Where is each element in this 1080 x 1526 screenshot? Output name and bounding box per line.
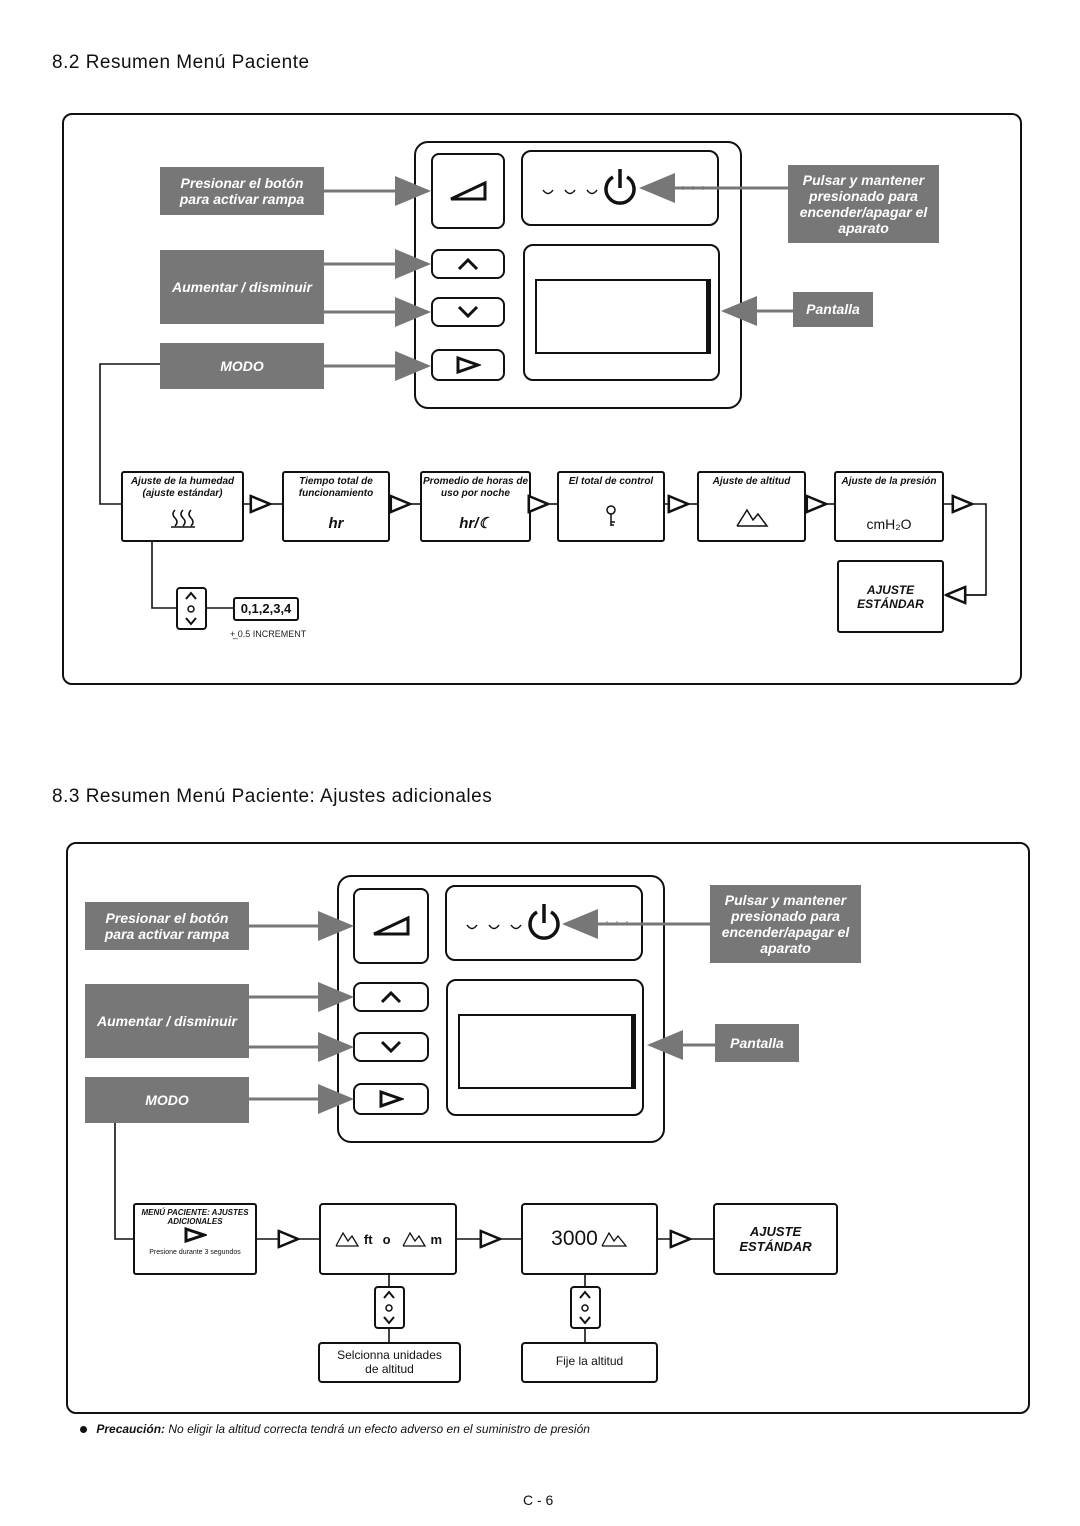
pressure-box[interactable]: Ajuste de la presión cmH₂O bbox=[834, 471, 944, 542]
chevron-up-icon bbox=[457, 257, 479, 271]
mountain-icon bbox=[699, 506, 804, 532]
altitude-value-box[interactable]: 3000 bbox=[521, 1203, 658, 1275]
power-icon[interactable] bbox=[447, 887, 641, 959]
mountain-icon bbox=[601, 1231, 628, 1247]
units-box[interactable]: ft o m bbox=[319, 1203, 457, 1275]
key-icon bbox=[559, 504, 663, 532]
power-panel bbox=[445, 885, 643, 961]
menu-label: Tiempo total de funcionamiento bbox=[298, 476, 374, 499]
updown-label: Aumentar / disminuir bbox=[160, 250, 324, 324]
menu-label: Ajuste de la presión bbox=[841, 476, 937, 487]
ramp-label: Presionar el botón para activar rampa bbox=[85, 902, 249, 950]
unit-ft: ft bbox=[363, 1231, 373, 1247]
standard-box[interactable]: AJUSTE ESTÁNDAR bbox=[837, 560, 944, 633]
play-icon bbox=[135, 1227, 255, 1248]
average-hours-box[interactable]: Promedio de horas de uso por noche hr/☾ bbox=[420, 471, 531, 542]
display-label: Pantalla bbox=[793, 292, 873, 327]
increment-note: +̲ 0.5 INCREMENT bbox=[230, 629, 307, 639]
ramp-button[interactable] bbox=[353, 888, 429, 964]
up-button[interactable] bbox=[353, 982, 429, 1012]
select-units-box: Selcionna unidades de altitud bbox=[318, 1342, 461, 1383]
units-stepper[interactable] bbox=[374, 1286, 405, 1329]
down-button[interactable] bbox=[353, 1032, 429, 1062]
mode-label: MODO bbox=[160, 343, 324, 389]
chevron-down-icon bbox=[380, 1040, 402, 1054]
power-label: Pulsar y mantener presionado para encend… bbox=[788, 165, 939, 243]
display-inner bbox=[458, 1014, 636, 1089]
caution-prefix: Precaución: bbox=[96, 1422, 166, 1436]
chevron-down-icon bbox=[457, 305, 479, 319]
menu-label: Ajuste de la humedad (ajuste estándar) bbox=[130, 476, 235, 499]
caution-note: Precaución: No eligir la altitud correct… bbox=[80, 1422, 590, 1436]
section1-title: 8.2 Resumen Menú Paciente bbox=[52, 52, 310, 73]
menu-label: Promedio de horas de uso por noche bbox=[422, 476, 529, 499]
mountain-icon bbox=[335, 1231, 360, 1247]
menu-box-title: MENÚ PACIENTE: AJUSTES ADICIONALES bbox=[141, 1208, 249, 1227]
humidity-stepper[interactable] bbox=[176, 587, 207, 630]
hr-night-symbol: hr/☾ bbox=[459, 515, 492, 532]
unit-or: o bbox=[382, 1231, 391, 1247]
runtime-box[interactable]: Tiempo total de funcionamiento hr bbox=[282, 471, 390, 542]
chevron-up-icon bbox=[380, 990, 402, 1004]
ramp-icon bbox=[450, 180, 487, 201]
additional-settings-box[interactable]: MENÚ PACIENTE: AJUSTES ADICIONALES Presi… bbox=[133, 1203, 257, 1275]
caution-text: No eligir la altitud correcta tendrá un … bbox=[168, 1422, 590, 1436]
section1-frame bbox=[62, 113, 1022, 685]
play-icon bbox=[379, 1090, 404, 1108]
total-control-box[interactable]: El total de control bbox=[557, 471, 665, 542]
section2-title: 8.3 Resumen Menú Paciente: Ajustes adici… bbox=[52, 786, 493, 807]
standard-label: AJUSTE ESTÁNDAR bbox=[739, 1224, 812, 1254]
play-icon bbox=[456, 356, 481, 374]
power-panel bbox=[521, 150, 719, 226]
page-number: C - 6 bbox=[523, 1492, 554, 1508]
unit-m: m bbox=[430, 1231, 443, 1247]
up-button[interactable] bbox=[431, 249, 505, 279]
heat-waves-icon bbox=[123, 508, 242, 532]
ramp-label: Presionar el botón para activar rampa bbox=[160, 167, 324, 215]
updown-icon bbox=[579, 1290, 591, 1325]
mountain-icon bbox=[401, 1231, 426, 1247]
altitude-box[interactable]: Ajuste de altitud bbox=[697, 471, 806, 542]
down-button[interactable] bbox=[431, 297, 505, 327]
updown-icon bbox=[383, 1290, 395, 1325]
hold-hint: Presione durante 3 segundos bbox=[149, 1249, 241, 1257]
altitude-value: 3000 bbox=[551, 1227, 598, 1250]
display-label: Pantalla bbox=[715, 1024, 799, 1062]
mode-label: MODO bbox=[85, 1077, 249, 1123]
ramp-icon bbox=[373, 915, 410, 936]
set-altitude-box: Fije la altitud bbox=[521, 1342, 658, 1383]
menu-label: El total de control bbox=[568, 476, 654, 487]
display-inner bbox=[535, 279, 711, 354]
display-screen bbox=[446, 979, 644, 1116]
humidity-values: 0,1,2,3,4 bbox=[233, 597, 299, 621]
display-screen bbox=[523, 244, 720, 381]
menu-label: Ajuste de altitud bbox=[712, 476, 791, 487]
mode-button[interactable] bbox=[353, 1083, 429, 1115]
standard-box[interactable]: AJUSTE ESTÁNDAR bbox=[713, 1203, 838, 1275]
ramp-button[interactable] bbox=[431, 153, 505, 229]
altitude-stepper[interactable] bbox=[570, 1286, 601, 1329]
updown-icon bbox=[185, 591, 197, 626]
power-icon[interactable] bbox=[523, 152, 717, 224]
standard-label: AJUSTE ESTÁNDAR bbox=[857, 582, 924, 611]
cmh2o-symbol: cmH₂O bbox=[866, 516, 912, 532]
section2-frame bbox=[66, 842, 1030, 1414]
humidity-box[interactable]: Ajuste de la humedad (ajuste estándar) bbox=[121, 471, 244, 542]
mode-button[interactable] bbox=[431, 349, 505, 381]
hr-symbol: hr bbox=[328, 515, 344, 532]
power-label: Pulsar y mantener presionado para encend… bbox=[710, 885, 861, 963]
bullet-icon bbox=[80, 1426, 87, 1434]
updown-label: Aumentar / disminuir bbox=[85, 984, 249, 1058]
